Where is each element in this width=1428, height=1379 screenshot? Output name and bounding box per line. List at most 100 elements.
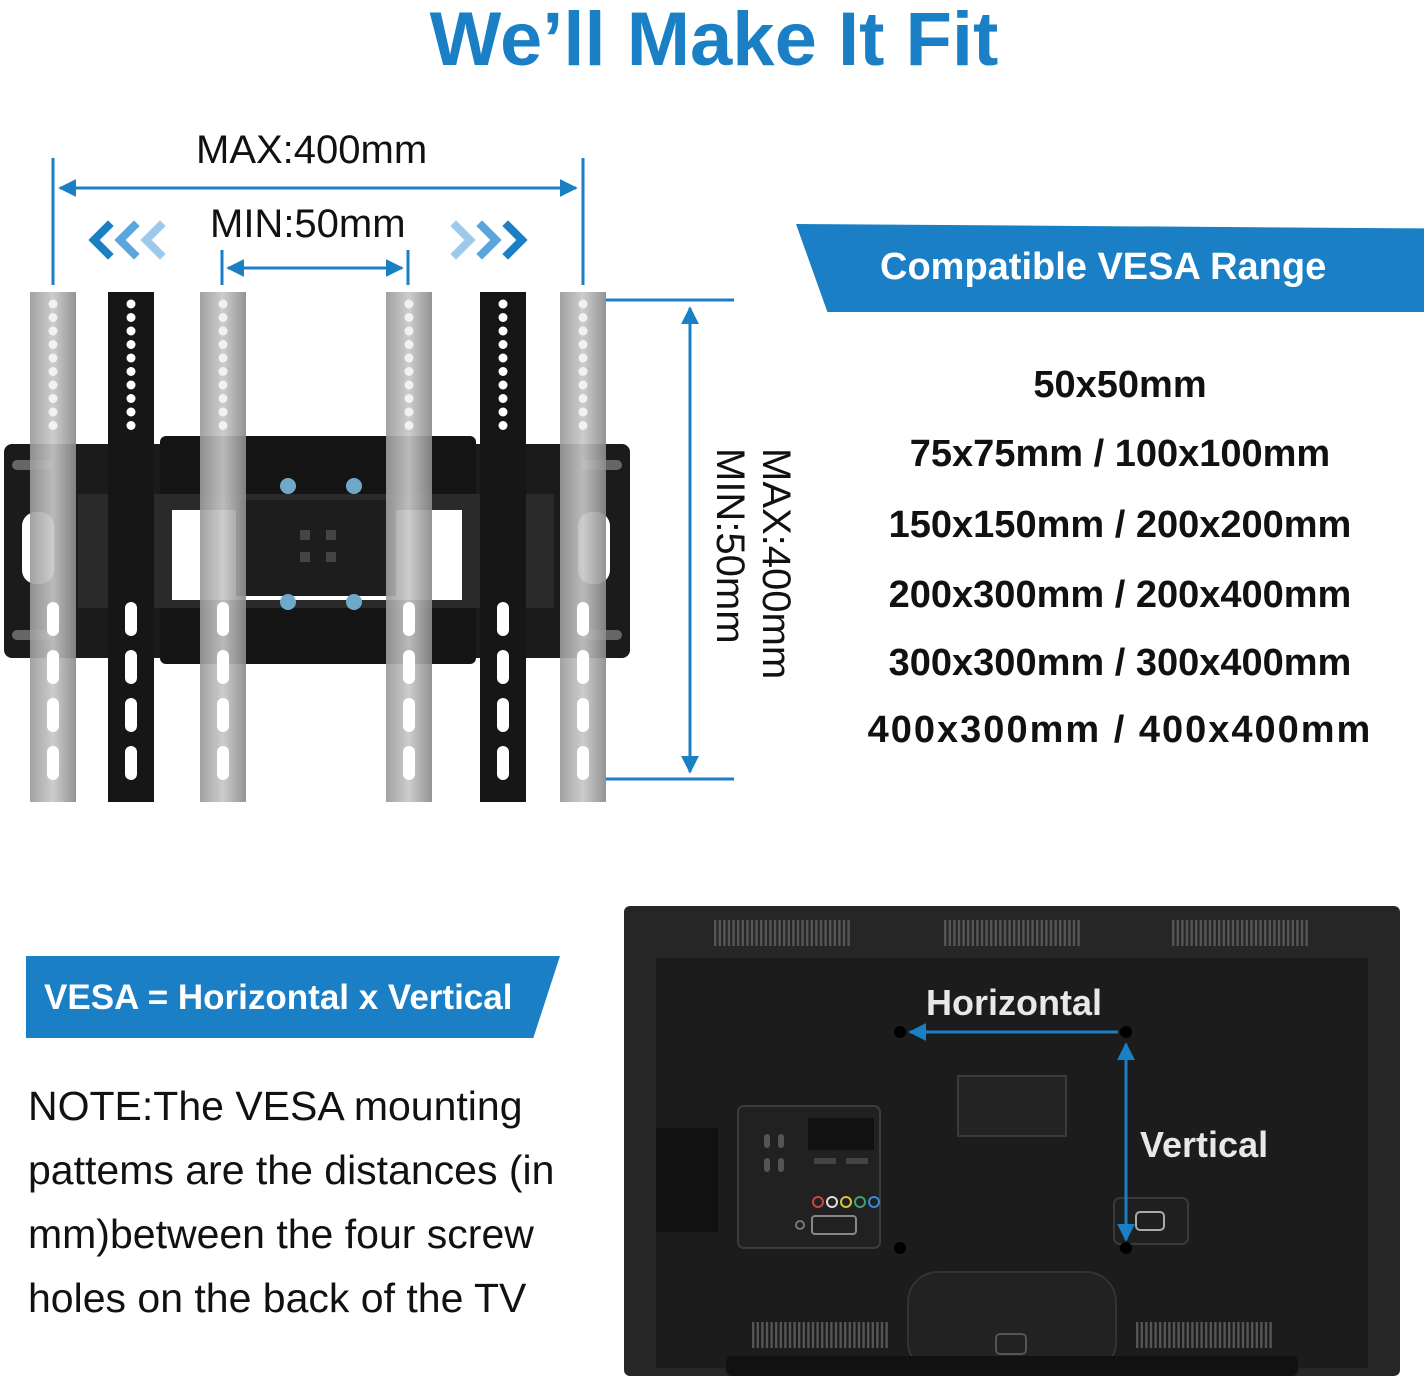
vent-slot [1223, 1322, 1226, 1348]
vent-slot [775, 1322, 778, 1348]
vent-slot [1068, 920, 1071, 946]
vent-slot [1040, 920, 1043, 946]
vent-slot [1296, 920, 1299, 946]
vent-slot [876, 1322, 879, 1348]
vertical-dimension [606, 298, 734, 781]
vent-slot [1077, 920, 1080, 946]
screw-hole [1120, 1026, 1132, 1038]
bracket-arm [30, 292, 76, 802]
vent-slot [867, 1322, 870, 1348]
vent-slot [1026, 920, 1030, 946]
vent-slot [801, 920, 804, 946]
vent-slot [842, 920, 846, 946]
vent-slot [770, 1322, 773, 1348]
vent-slot [1177, 1322, 1180, 1348]
vent-slot [732, 920, 735, 946]
vent-slot [752, 1322, 755, 1348]
vent-slot [1182, 1322, 1185, 1348]
vent-slot [1176, 920, 1179, 946]
vertical-label: Vertical [1140, 1124, 1269, 1165]
vent-slot [880, 1322, 884, 1348]
vent-slot [1282, 920, 1285, 946]
left-chevrons-icon [88, 220, 166, 260]
label-plate [957, 1075, 1067, 1137]
vent-slot [783, 920, 786, 946]
vent-slot [829, 920, 832, 946]
vent-slot [885, 1322, 888, 1348]
vent-slot [1300, 920, 1304, 946]
bracket-arm [480, 292, 526, 802]
vent-slot [788, 1322, 792, 1348]
vent-slot [1264, 1322, 1268, 1348]
vent-slot [1136, 1322, 1139, 1348]
vent-slot [784, 1322, 787, 1348]
right-chevrons-icon [450, 220, 528, 260]
vent-slot [1246, 1322, 1249, 1348]
vesa-size-item: 300x300mm / 300x400mm [888, 642, 1352, 684]
vent-slot [944, 920, 947, 946]
side-port [656, 1128, 718, 1232]
vent-slot [838, 920, 841, 946]
vent-slot [1213, 920, 1216, 946]
vent-slot [833, 920, 836, 946]
vent-slot [847, 920, 850, 946]
vent-slot [980, 920, 984, 946]
vent-slot [737, 920, 740, 946]
bracket-arm [108, 292, 154, 802]
vent-slot [815, 920, 818, 946]
vent-slot [825, 1322, 828, 1348]
vent-slot [1250, 920, 1253, 946]
vesa-size-item: 50x50mm [1033, 364, 1207, 406]
vent-slot [796, 920, 800, 946]
vent-slot [750, 920, 754, 946]
vent-slot [953, 920, 956, 946]
vent-slot [1254, 920, 1258, 946]
vent-slot [1191, 1322, 1194, 1348]
vent-slot [1199, 920, 1202, 946]
vent-slot [1237, 1322, 1240, 1348]
vent-slot [824, 920, 827, 946]
vent-slot [948, 920, 951, 946]
screw-hole [1120, 1242, 1132, 1254]
vent-slot [1149, 1322, 1153, 1348]
vent-slot [1208, 920, 1212, 946]
vent-slot [971, 920, 974, 946]
vesa-range-banner: Compatible VESA Range [796, 224, 1424, 312]
vent-slot [764, 920, 767, 946]
vent-slot [1268, 920, 1271, 946]
vent-slot [1260, 1322, 1263, 1348]
vent-slot [807, 1322, 810, 1348]
vent-slot [1273, 920, 1276, 946]
vesa-size-item: 75x75mm / 100x100mm [909, 433, 1331, 475]
vent-slot [967, 920, 970, 946]
vent-slot [819, 920, 823, 946]
vent-slot [718, 920, 721, 946]
vent-slot [1022, 920, 1025, 946]
vent-slot [779, 1322, 782, 1348]
vent-slot [1045, 920, 1048, 946]
vent-slot [746, 920, 749, 946]
vent-slot [1245, 920, 1248, 946]
vent-slot [778, 920, 781, 946]
vent-slot [1168, 1322, 1171, 1348]
vent-slot [810, 920, 813, 946]
vent-slot [1059, 920, 1062, 946]
io-panel [737, 1105, 881, 1249]
vesa-definition-banner: VESA = Horizontal x Vertical [26, 956, 560, 1038]
vent-slot [821, 1322, 824, 1348]
vent-slot [839, 1322, 842, 1348]
vent-slot [957, 920, 961, 946]
max-horizontal-label: MAX:400mm [196, 128, 428, 172]
vent-slot [1172, 1322, 1176, 1348]
vent-slot [1305, 920, 1308, 946]
vent-slot [1195, 920, 1198, 946]
bracket-arm [200, 292, 246, 802]
vent-slot [1287, 920, 1290, 946]
vent-slot [962, 920, 965, 946]
vent-slot [727, 920, 731, 946]
vent-slot [1259, 920, 1262, 946]
vent-slot [1185, 920, 1189, 946]
vent-slot [834, 1322, 838, 1348]
